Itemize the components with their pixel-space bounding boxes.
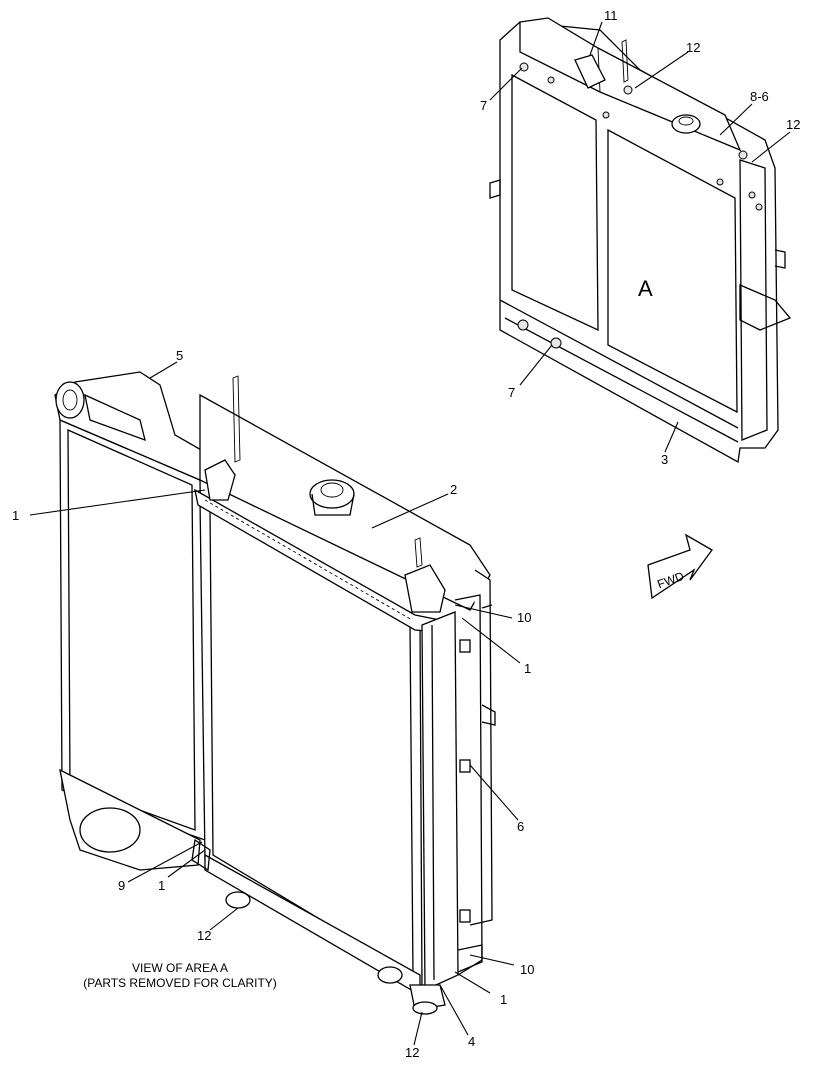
view-a-label: A bbox=[638, 276, 653, 301]
callout-12-top-b: 12 bbox=[786, 117, 800, 132]
callout-8-6: 8-6 bbox=[750, 89, 769, 104]
callout-7-bottom: 7 bbox=[508, 385, 515, 400]
callout-3: 3 bbox=[661, 452, 668, 467]
callout-10-top: 10 bbox=[517, 610, 531, 625]
view-note: VIEW OF AREA A (PARTS REMOVED FOR CLARIT… bbox=[83, 961, 277, 990]
note-line-1: VIEW OF AREA A bbox=[132, 961, 228, 975]
radiator-main-assembly bbox=[54, 371, 496, 1015]
callout-labels: 11 12 8-6 12 7 7 3 5 2 1 10 1 6 9 1 12 1… bbox=[12, 8, 800, 1060]
callout-1-left-top: 1 bbox=[12, 508, 19, 523]
callout-12-top-a: 12 bbox=[686, 40, 700, 55]
callout-7-top: 7 bbox=[480, 98, 487, 113]
callout-10-bottom: 10 bbox=[520, 962, 534, 977]
callout-4: 4 bbox=[468, 1034, 475, 1049]
callout-1-right-top: 1 bbox=[524, 661, 531, 676]
area-a-frame-assembly bbox=[489, 17, 792, 464]
callout-6: 6 bbox=[517, 819, 524, 834]
forward-direction-arrow: FWD bbox=[647, 533, 713, 600]
callout-1-right-bottom: 1 bbox=[500, 992, 507, 1007]
callout-5: 5 bbox=[176, 348, 183, 363]
callout-9: 9 bbox=[118, 878, 125, 893]
callout-12-bottom-left: 12 bbox=[197, 928, 211, 943]
note-line-2: (PARTS REMOVED FOR CLARITY) bbox=[83, 976, 277, 990]
leader-lines bbox=[29, 21, 791, 1046]
callout-11: 11 bbox=[604, 8, 618, 23]
callout-1-left-bottom: 1 bbox=[158, 878, 165, 893]
callout-12-bottom: 12 bbox=[405, 1045, 419, 1060]
callout-2: 2 bbox=[450, 482, 457, 497]
